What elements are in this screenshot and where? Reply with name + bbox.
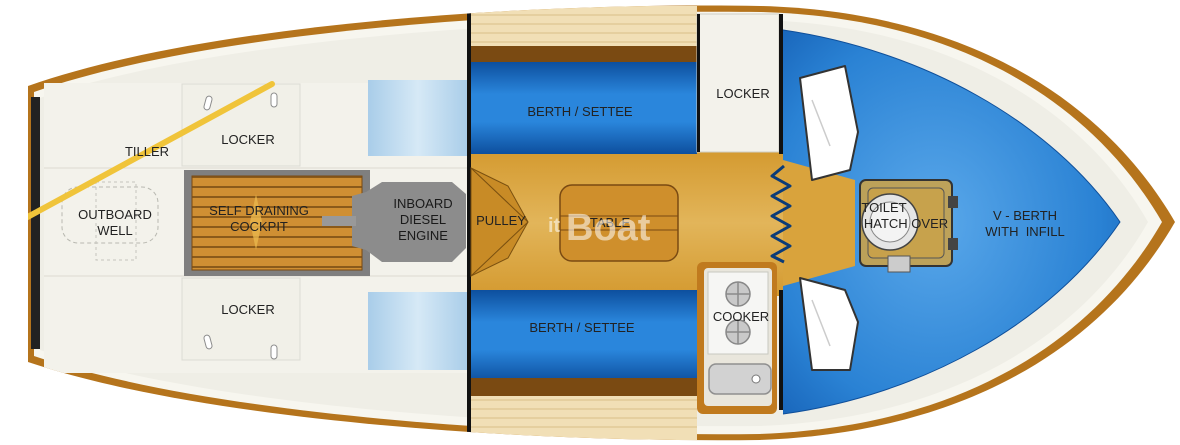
tiller-label: TILLER: [125, 144, 169, 159]
pulley-line: [470, 167, 529, 223]
v-berth-edge: [782, 29, 1121, 415]
berth-bottom-cushion: [471, 290, 697, 382]
toilet-label-line1: TOILET: [861, 200, 906, 215]
outboard-well-inner: [95, 181, 137, 261]
tiller-bar: [28, 81, 275, 235]
locker-aft-stbd-label: LOCKER: [221, 302, 274, 317]
pillow-top-fold: [811, 99, 831, 147]
main-bulkhead: [467, 5, 471, 441]
outboard-well-label-line2: WELL: [97, 223, 132, 238]
cleat-icon: [270, 344, 278, 360]
berth-bottom-label: BERTH / SETTEE: [529, 320, 635, 335]
cleat-icon: [203, 334, 213, 350]
v-berth-label-line2: WITH INFILL: [985, 224, 1064, 239]
engine-shaft: [322, 216, 356, 226]
shelf-bottom-planks: [471, 399, 697, 428]
berth-top-label: BERTH / SETTEE: [527, 104, 633, 119]
galley-sink: [708, 363, 772, 395]
berth-top-cushion: [471, 62, 697, 154]
curtain-zigzag: [770, 164, 792, 264]
sink-drain: [751, 374, 761, 384]
berth-bottom-rail: [471, 378, 697, 396]
cockpit-label-line2: COCKPIT: [230, 219, 288, 234]
cockpit-drain: [250, 194, 262, 250]
pillow-top-icon: [799, 65, 859, 181]
engine-block: [352, 182, 466, 262]
pulley-label: PULLEY: [476, 213, 526, 228]
cleat-icon: [203, 95, 213, 111]
toilet-label-line2: HATCH OVER: [864, 216, 948, 231]
shelf-top: [471, 6, 697, 50]
locker-forward-divider: [697, 14, 700, 152]
pillow-bottom-fold: [811, 299, 831, 347]
burner-grate: [726, 320, 750, 344]
v-berth-walkway: [783, 160, 855, 286]
cooker-label: COOKER: [713, 309, 769, 324]
cleat-icon: [270, 92, 278, 108]
locker-aft-stbd-outline: [181, 277, 301, 361]
outboard-well-label-line1: OUTBOARD: [78, 207, 152, 222]
pulley-line: [470, 221, 529, 277]
outboard-well-outline: [61, 186, 159, 244]
table-top: [559, 184, 679, 262]
forward-bulkhead: [779, 14, 783, 154]
v-berth-label-line1: V - BERTH: [993, 208, 1057, 223]
watermark-it: it: [548, 215, 561, 237]
engine-label-line2: DIESEL: [400, 212, 446, 227]
locker-aft-port-label: LOCKER: [221, 132, 274, 147]
engine-label-line3: ENGINE: [398, 228, 448, 243]
pulley-housing: [470, 167, 529, 277]
watermark-boat: Boat: [566, 207, 651, 249]
hatch-hinge: [948, 196, 958, 208]
hatch-hinge: [948, 238, 958, 250]
locker-forward-box: [696, 13, 780, 153]
table-label: TABLE: [590, 215, 631, 230]
engine-label-line1: INBOARD: [393, 196, 452, 211]
burner-grate: [726, 282, 750, 306]
toilet-cistern: [887, 255, 911, 273]
transom-bar: [31, 97, 40, 349]
quarter-berth-top: [368, 80, 468, 156]
shelf-top-planks: [471, 14, 697, 43]
forward-bulkhead-lower: [779, 290, 783, 410]
cockpit-label-line1: SELF DRAINING: [209, 203, 309, 218]
locker-forward-label: LOCKER: [716, 86, 769, 101]
pillow-bottom-icon: [799, 277, 859, 371]
berth-top-rail: [471, 46, 697, 64]
quarter-berth-bottom: [368, 292, 468, 370]
toilet-seat: [869, 201, 911, 243]
